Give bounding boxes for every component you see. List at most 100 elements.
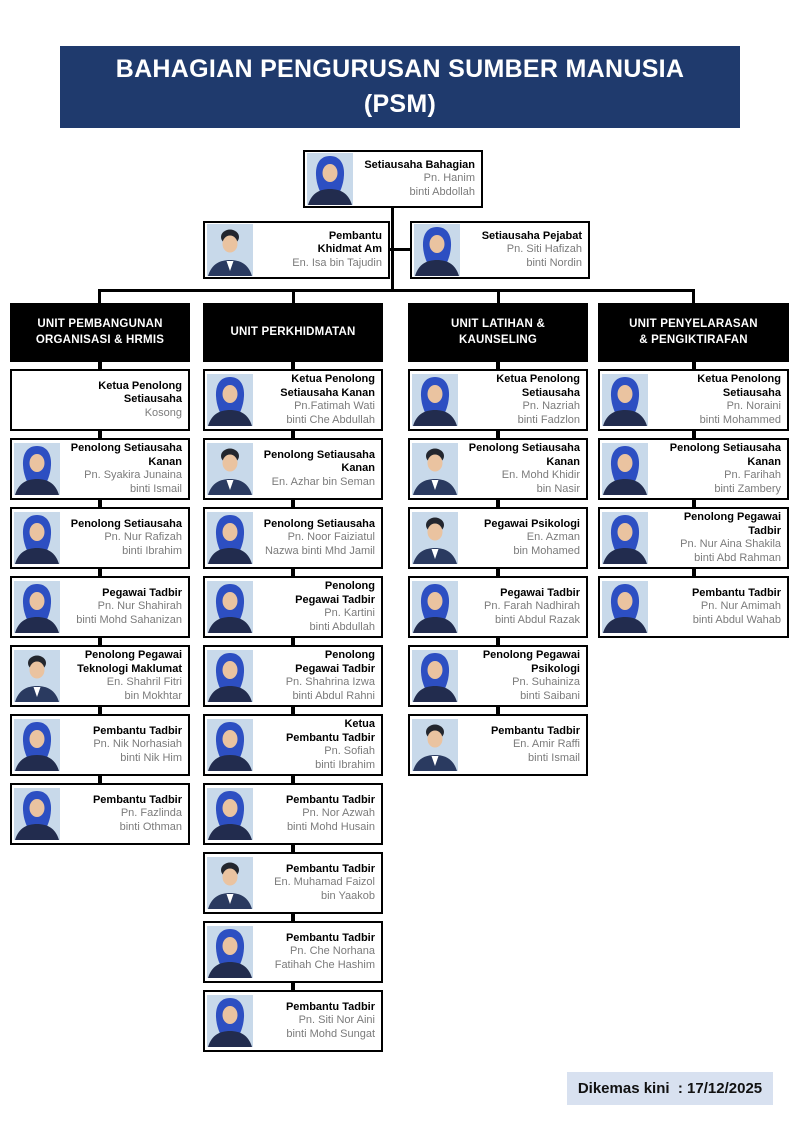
female-portrait-photo <box>14 512 60 564</box>
connector-line <box>291 707 295 714</box>
member-title: Pembantu Tadbir <box>285 1000 375 1013</box>
connector-line <box>291 845 295 852</box>
connector-line <box>496 362 500 369</box>
female-portrait-photo <box>207 650 253 702</box>
member-name: En. Azman bin Mohamed <box>513 531 580 557</box>
member-title: Penolong Pegawai Tadbir <box>295 649 375 675</box>
connector-line <box>291 431 295 438</box>
member-name: Pn. Syakira Junaina binti Ismail <box>84 469 182 495</box>
connector-line <box>98 776 102 783</box>
member-title: Pembantu Tadbir <box>92 793 182 806</box>
female-portrait-photo <box>412 650 458 702</box>
connector-line <box>496 638 500 645</box>
member-title: Penolong Setiausaha Kanan <box>70 442 182 468</box>
member-name: Pn. Fazlinda binti Othman <box>119 807 182 833</box>
connector-line <box>291 569 295 576</box>
male-portrait-photo <box>412 512 458 564</box>
member-title: Penolong Pegawai Teknologi Maklumat <box>77 649 182 675</box>
member-title: Ketua Penolong Setiausaha <box>496 373 580 399</box>
connector-line <box>98 431 102 438</box>
unit-header: UNIT PEMBANGUNAN ORGANISASI & HRMIS <box>10 303 190 362</box>
connector-line <box>291 914 295 921</box>
member-name: Pn. Nor Azwah binti Mohd Husain <box>286 807 375 833</box>
female-portrait-photo <box>307 153 353 205</box>
member-name: Pn. Farihah binti Zambery <box>714 469 781 495</box>
member-title: Pegawai Tadbir <box>500 586 580 599</box>
member-title: Ketua Pembantu Tadbir <box>285 718 375 744</box>
connector-line <box>496 569 500 576</box>
connector-line <box>98 500 102 507</box>
connector-line <box>99 289 693 292</box>
female-portrait-photo <box>207 719 253 771</box>
male-portrait-photo <box>14 650 60 702</box>
member-title: Penolong Pegawai Psikologi <box>482 649 580 675</box>
connector-line <box>497 289 500 303</box>
female-portrait-photo <box>602 374 648 426</box>
member-title: Penolong Setiausaha Kanan <box>263 448 375 475</box>
female-portrait-photo <box>602 512 648 564</box>
female-portrait-photo <box>14 581 60 633</box>
page-title-line2: (PSM) <box>363 90 437 119</box>
member-name: En. Azhar bin Seman <box>271 475 375 488</box>
connector-line <box>390 248 411 251</box>
connector-line <box>291 983 295 990</box>
member-title: Penolong Setiausaha <box>263 517 375 530</box>
member-title: Setiausaha Bahagian <box>364 158 475 171</box>
member-name: Pn. Hanim binti Abdollah <box>409 172 475 198</box>
female-portrait-photo <box>14 719 60 771</box>
connector-line <box>496 707 500 714</box>
connector-line <box>692 289 695 303</box>
member-title: Pembantu Tadbir <box>285 931 375 944</box>
page-title-line1: BAHAGIAN PENGURUSAN SUMBER MANUSIA <box>115 54 685 83</box>
male-portrait-photo <box>207 443 253 495</box>
member-name: Pn. Farah Nadhirah binti Abdul Razak <box>484 600 580 626</box>
member-name: Pn. Nur Aina Shakila binti Abd Rahman <box>680 538 781 564</box>
unit-header: UNIT LATIHAN & KAUNSELING <box>408 303 588 362</box>
member-title: Pembantu Tadbir <box>92 724 182 737</box>
member-title: Pembantu Tadbir <box>490 724 580 737</box>
male-portrait-photo <box>412 719 458 771</box>
member-name: En. Amir Raffi binti Ismail <box>512 738 580 764</box>
member-title: Setiausaha Pejabat <box>481 229 582 242</box>
member-title: Pegawai Psikologi <box>484 517 580 530</box>
connector-line <box>98 362 102 369</box>
connector-line <box>691 362 696 369</box>
